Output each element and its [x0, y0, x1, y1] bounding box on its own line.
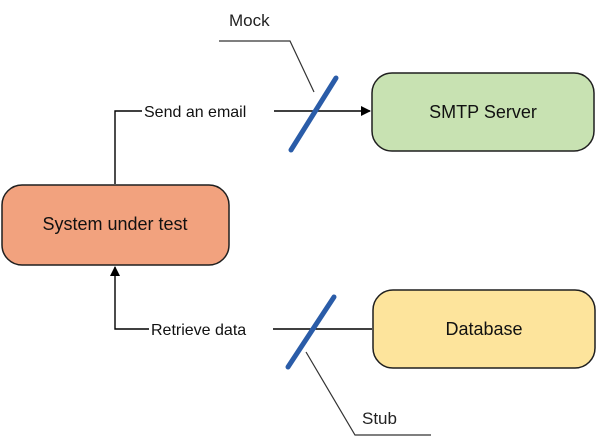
system-under-test-node: System under test — [1, 184, 230, 266]
stub-label: Stub — [362, 409, 397, 428]
mock-label: Mock — [229, 11, 270, 30]
send-email-label-bg — [142, 100, 274, 122]
smtp-server-box — [371, 72, 595, 152]
stub-leader-line — [305, 351, 431, 436]
smtp-server-label: SMTP Server — [429, 102, 537, 122]
system-under-test-label: System under test — [42, 214, 187, 234]
database-box — [372, 289, 596, 369]
send-email-label: Send an email — [144, 104, 246, 121]
database-label: Database — [445, 319, 522, 339]
retrieve-data-connector: Retrieve data — [110, 266, 372, 340]
smtp-server-node: SMTP Server — [371, 72, 595, 152]
retrieve-data-line — [110, 266, 372, 330]
database-node: Database — [372, 289, 596, 369]
send-email-connector: Send an email — [114, 100, 371, 184]
retrieve-data-label: Retrieve data — [151, 322, 246, 339]
mock-marker — [288, 75, 339, 153]
system-under-test-box — [1, 184, 230, 266]
mock-leader-line — [219, 40, 315, 93]
retrieve-data-label-bg — [149, 318, 273, 340]
stub-marker — [285, 294, 337, 370]
mock-callout: Mock — [219, 11, 339, 153]
stub-callout: Stub — [285, 294, 431, 436]
send-email-line — [114, 106, 371, 184]
